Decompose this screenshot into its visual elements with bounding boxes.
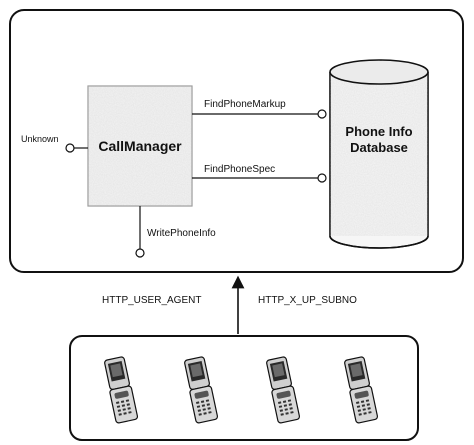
- find-phone-markup-label: FindPhoneMarkup: [204, 99, 286, 110]
- http-connection-arrow: HTTP_USER_AGENT HTTP_X_UP_SUBNO: [102, 275, 357, 334]
- call-manager-title: CallManager: [98, 138, 182, 154]
- find-phone-markup-interface: FindPhoneMarkup: [192, 99, 327, 119]
- write-phone-info-label: WritePhoneInfo: [147, 228, 216, 239]
- find-phone-spec-interface: FindPhoneSpec: [192, 164, 327, 183]
- find-phone-spec-label: FindPhoneSpec: [204, 164, 275, 175]
- http-x-up-subno-label: HTTP_X_UP_SUBNO: [258, 295, 357, 306]
- database-title-line1: Phone Info: [345, 124, 412, 139]
- database-title-line2: Database: [350, 140, 408, 155]
- write-phone-info-interface: WritePhoneInfo: [135, 206, 216, 258]
- call-manager-component: CallManager: [87, 85, 193, 207]
- http-user-agent-label: HTTP_USER_AGENT: [102, 295, 201, 306]
- unknown-interface-label: Unknown: [21, 134, 59, 144]
- device-group-container: [69, 335, 419, 441]
- unknown-interface: Unknown: [21, 134, 88, 153]
- phone-info-database: Phone Info Database: [329, 59, 429, 249]
